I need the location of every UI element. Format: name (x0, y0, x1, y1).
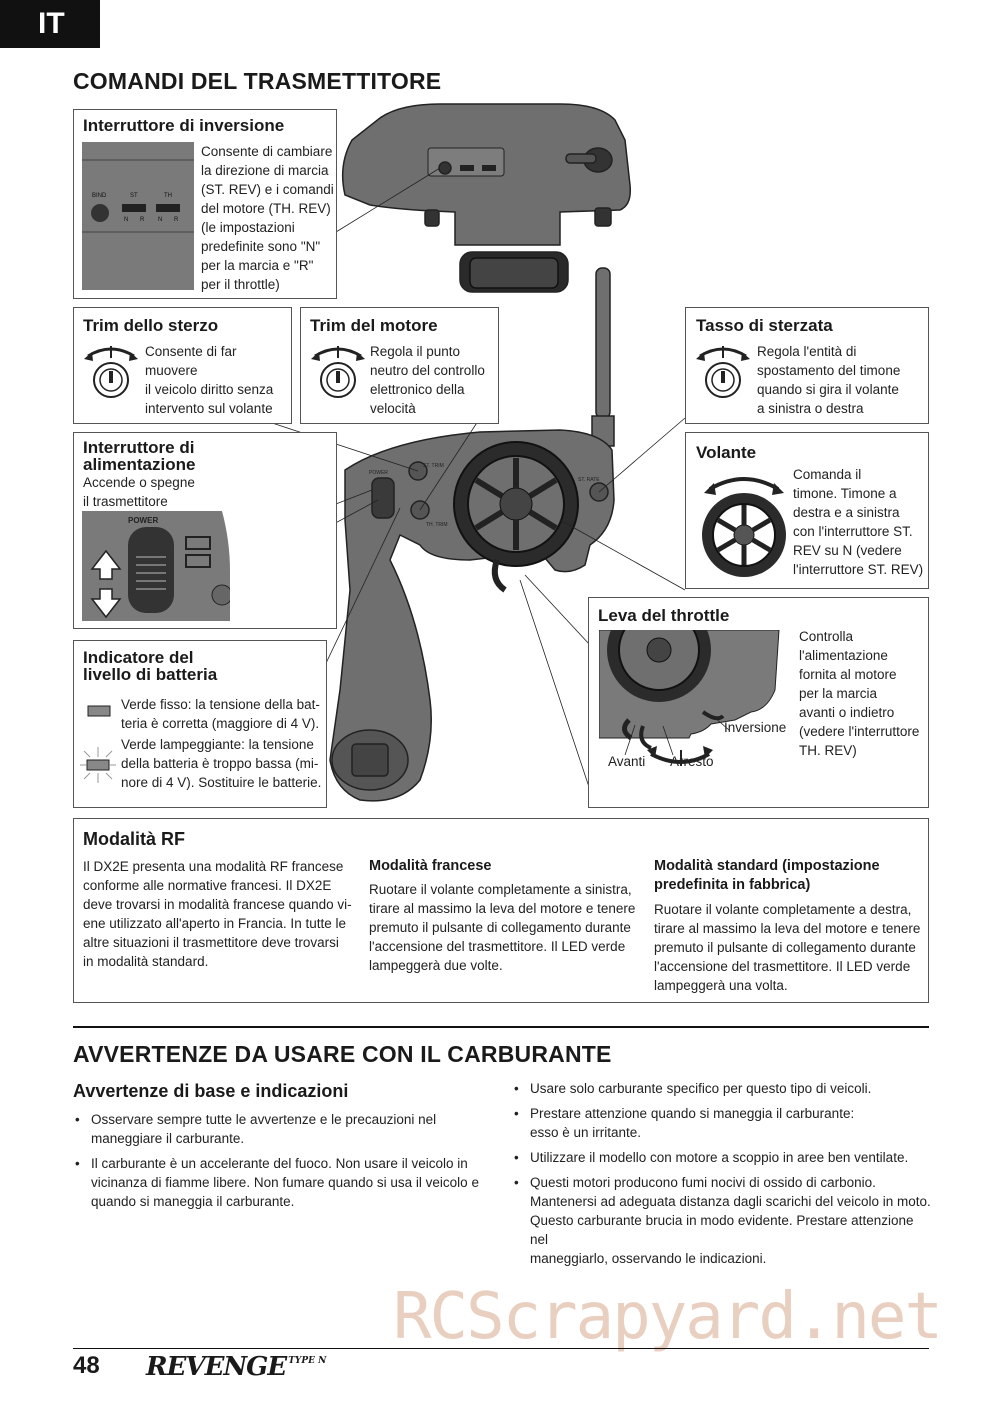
antenna (592, 268, 614, 446)
st-trim-label: ST. TRIM (423, 463, 444, 469)
list-item: Prestare attenzione quando si maneggia i… (512, 1104, 932, 1142)
steering-wheel-title: Volante (696, 443, 756, 463)
rf-mode-box: Modalità RF Il DX2E presenta una modalit… (73, 818, 929, 1003)
panel-n2-text: N (158, 217, 162, 223)
steering-trim-box: Trim dello sterzo Consente di far muover… (73, 307, 292, 424)
inversion-switch-title: Interruttore di inversione (83, 116, 284, 136)
th-trim-label: TH. TRIM (426, 522, 448, 528)
led-blinking-icon (78, 745, 118, 785)
steering-wheel (454, 442, 578, 566)
fuel-warnings-subtitle: Avvertenze di base e indicazioni (73, 1081, 348, 1102)
power-switch-image: POWER (82, 511, 230, 621)
panel-bind-text: BIND (92, 193, 107, 199)
footer-rule (73, 1348, 929, 1349)
inversion-switch-panel-image: BIND ST TH N R N R (82, 142, 194, 290)
panel-r2-text: R (174, 217, 179, 223)
battery-solid-description: Verde fisso: la tensione della bat-teria… (121, 695, 320, 733)
panel-th-text: TH (164, 193, 172, 199)
trim-knob-icon (82, 342, 140, 404)
list-item: Osservare sempre tutte le avvertenze e l… (73, 1110, 493, 1148)
fuel-warnings-left-list: Osservare sempre tutte le avvertenze e l… (73, 1110, 493, 1217)
rf-mode-title: Modalità RF (83, 829, 185, 850)
trim-knob-icon (309, 342, 367, 404)
list-item: Questi motori producono fumi nocivi di o… (512, 1173, 932, 1268)
power-label: POWER (369, 470, 388, 476)
standard-mode-description: Ruotare il volante completamente a destr… (654, 900, 920, 995)
throttle-lever-box: Leva del throttle Inversione Avanti Arre… (588, 597, 929, 808)
throttle-forward-label: Avanti (608, 752, 645, 771)
rf-mode-intro: Il DX2E presenta una modalità RF frances… (83, 857, 352, 971)
fuel-warnings-right-list: Usare solo carburante specifico per ques… (512, 1079, 932, 1274)
steering-wheel-icon (694, 471, 794, 579)
list-item: Il carburante è un accelerante del fuoco… (73, 1154, 493, 1211)
steering-rate-title: Tasso di sterzata (696, 316, 833, 336)
watermark: RCScrapyard.net (393, 1280, 941, 1354)
transmitter-top-view (343, 104, 631, 292)
panel-st-text: ST (130, 193, 138, 199)
steering-trim-title: Trim dello sterzo (83, 316, 218, 336)
section-divider (73, 1026, 929, 1028)
panel-n1-text: N (124, 217, 128, 223)
inversion-switch-box: Interruttore di inversione BIND ST TH N … (73, 109, 337, 299)
power-switch-label: POWER (128, 516, 158, 525)
french-mode-title: Modalità francese (369, 857, 492, 876)
st-rate-label: ST. RATE (578, 477, 600, 483)
page-number: 48 (73, 1352, 100, 1380)
throttle-lever-title: Leva del throttle (598, 606, 729, 626)
list-item: Usare solo carburante specifico per ques… (512, 1079, 932, 1098)
rate-knob-icon (694, 342, 752, 404)
panel-r1-text: R (140, 217, 145, 223)
throttle-reverse-label: Inversione (724, 718, 786, 737)
throttle-brake-label: Arresto (670, 752, 714, 771)
section-title-fuel-warnings: AVVERTENZE DA USARE CON IL CARBURANTE (73, 1041, 612, 1068)
led-solid-icon (87, 705, 111, 717)
throttle-trim-title: Trim del motore (310, 316, 438, 336)
list-item: Utilizzare il modello con motore a scopp… (512, 1148, 932, 1167)
french-mode-description: Ruotare il volante completamente a sinis… (369, 880, 635, 975)
revenge-logo: REVENGE TYPE N (146, 1352, 326, 1382)
